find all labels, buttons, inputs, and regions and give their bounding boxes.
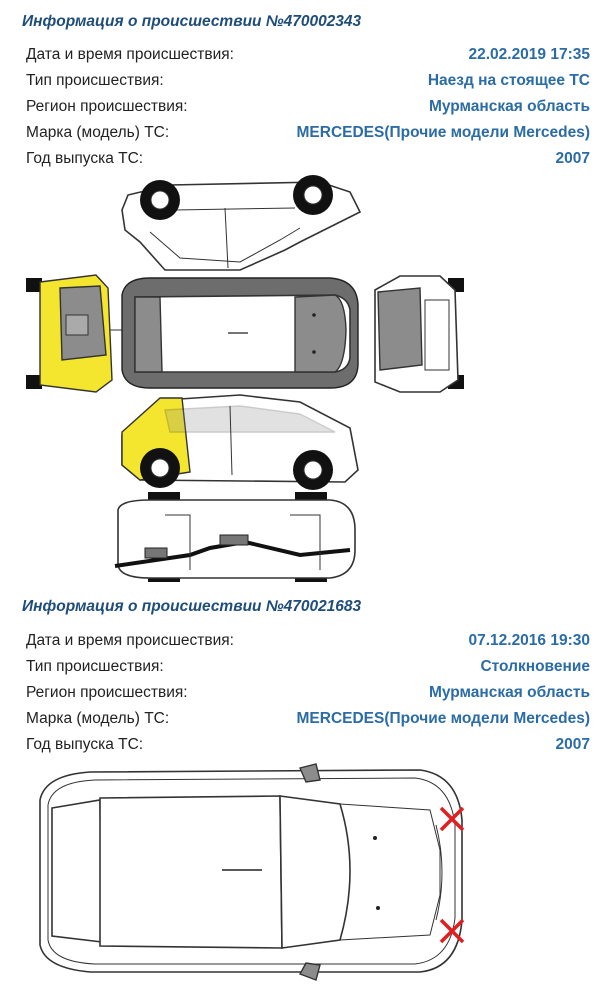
field-value: 2007: [555, 736, 590, 753]
field-row-model: Марка (модель) ТС: MERCEDES(Прочие модел…: [0, 124, 613, 150]
car-underbody-view[interactable]: [114, 492, 356, 582]
car-top-view[interactable]: [121, 277, 359, 389]
accident-title: Информация о происшествии №470002343: [22, 13, 362, 30]
field-label: Тип происшествия:: [26, 658, 164, 675]
field-row-date: Дата и время происшествия: 22.02.2019 17…: [0, 46, 613, 72]
damage-scheme-1: [26, 175, 464, 582]
field-value: Мурманская область: [428, 98, 590, 115]
field-label: Марка (модель) ТС:: [26, 710, 170, 727]
field-row-region: Регион происшествия: Мурманская область: [0, 98, 613, 124]
car-side-view-right[interactable]: [121, 394, 359, 490]
field-row-model: Марка (модель) ТС: MERCEDES(Прочие модел…: [0, 710, 613, 736]
accident-title: Информация о происшествии №470021683: [22, 598, 362, 615]
field-value: 2007: [555, 150, 590, 167]
field-row-type: Тип происшествия: Столкновение: [0, 658, 613, 684]
field-label: Регион происшествия:: [26, 98, 188, 115]
field-row-year: Год выпуска ТС: 2007: [0, 150, 613, 176]
field-label: Дата и время происшествия:: [26, 46, 234, 63]
field-value: Столкновение: [480, 658, 590, 675]
accident-card-1: Информация о происшествии №470002343 Дат…: [0, 13, 613, 582]
field-value: Наезд на стоящее ТС: [427, 72, 590, 89]
field-row-year: Год выпуска ТС: 2007: [0, 736, 613, 762]
accident-card-2: Информация о происшествии №470021683 Дат…: [0, 590, 613, 989]
field-row-region: Регион происшествия: Мурманская область: [0, 684, 613, 710]
car-rear-view[interactable]: [26, 274, 125, 393]
field-label: Год выпуска ТС:: [26, 736, 144, 753]
field-row-type: Тип происшествия: Наезд на стоящее ТС: [0, 72, 613, 98]
field-label: Год выпуска ТС:: [26, 150, 144, 167]
car-front-view[interactable]: [374, 275, 464, 393]
damage-scheme-2: [39, 763, 465, 981]
field-label: Тип происшествия:: [26, 72, 164, 89]
car-top-view-large[interactable]: [39, 763, 463, 981]
field-label: Дата и время происшествия:: [26, 632, 234, 649]
field-value: 22.02.2019 17:35: [468, 46, 590, 63]
field-value: MERCEDES(Прочие модели Mercedes): [296, 710, 591, 727]
damage-mark-front-right[interactable]: [439, 918, 465, 944]
field-label: Регион происшествия:: [26, 684, 188, 701]
field-value: 07.12.2016 19:30: [468, 632, 590, 649]
field-row-date: Дата и время происшествия: 07.12.2016 19…: [0, 632, 613, 658]
car-side-view-left: [121, 175, 362, 271]
field-value: MERCEDES(Прочие модели Mercedes): [296, 124, 591, 141]
field-value: Мурманская область: [428, 684, 590, 701]
field-label: Марка (модель) ТС:: [26, 124, 170, 141]
damage-mark-front-left[interactable]: [439, 806, 465, 832]
